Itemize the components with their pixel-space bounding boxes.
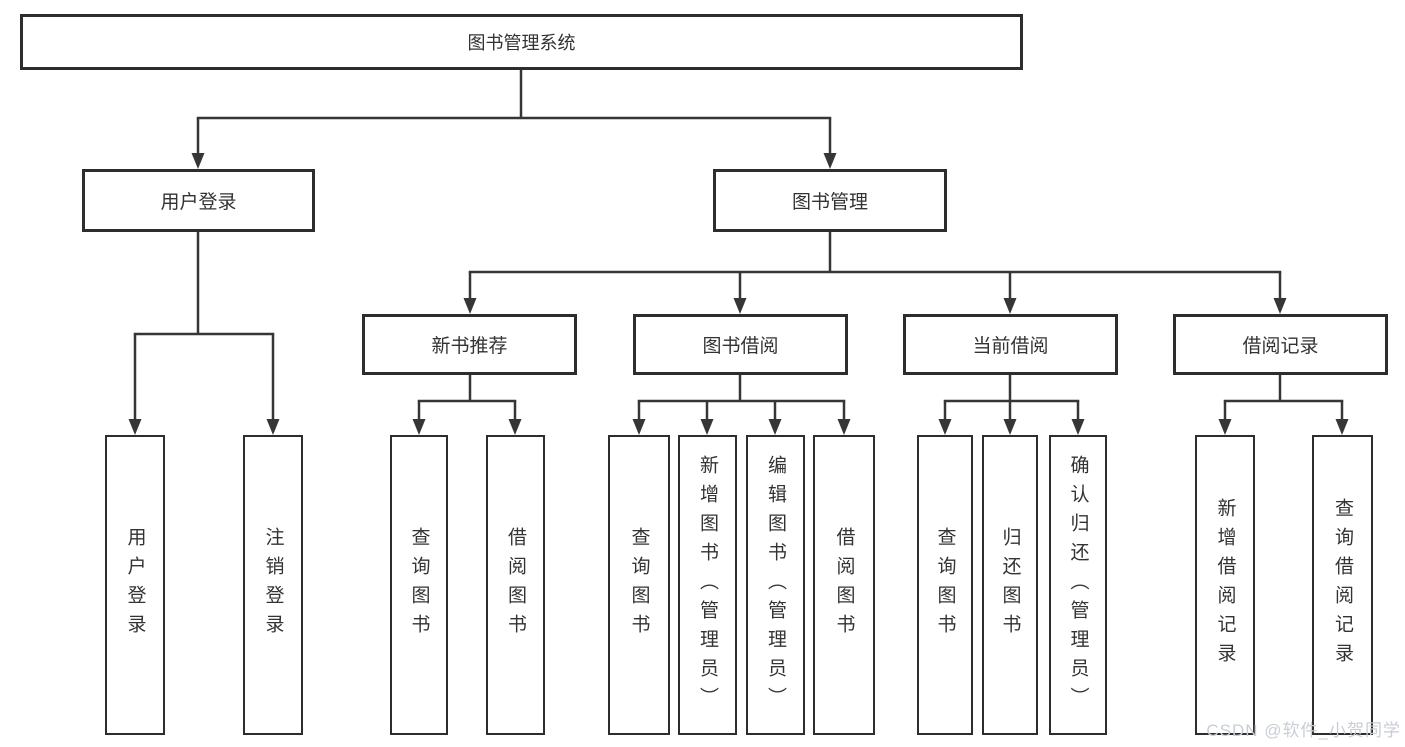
node-label: 借阅记录 — [1242, 336, 1319, 357]
node-library-management-system: 图书管理系统 — [20, 14, 1023, 70]
node-label: 查询图书 — [934, 527, 956, 643]
node-label: 借阅图书 — [505, 527, 526, 643]
node-label: 图书借阅 — [702, 336, 779, 357]
node-add-borrow-record: 新增借阅记录 — [1195, 435, 1255, 735]
connector-root-to-level2 — [191, 70, 837, 169]
node-query-borrow-record: 查询借阅记录 — [1312, 435, 1373, 735]
node-label: 确认归还（管理员） — [1067, 454, 1089, 716]
node-current-borrowing: 当前借阅 — [903, 314, 1118, 375]
node-label: 当前借阅 — [972, 336, 1049, 357]
node-label: 查询借阅记录 — [1332, 498, 1353, 672]
connector-book-borrow-children — [632, 375, 851, 435]
node-add-book-admin: 新增图书（管理员） — [678, 435, 737, 735]
node-label: 归还图书 — [999, 527, 1021, 643]
node-query-books: 查询图书 — [390, 435, 448, 735]
node-label: 借阅图书 — [833, 527, 855, 643]
node-query-books: 查询图书 — [608, 435, 670, 735]
node-book-borrowing: 图书借阅 — [633, 314, 848, 375]
node-label: 编辑图书（管理员） — [765, 454, 786, 716]
node-label: 图书管理 — [791, 192, 868, 213]
node-user-login: 用户登录 — [105, 435, 165, 735]
node-borrowing-records: 借阅记录 — [1173, 314, 1388, 375]
node-label: 查询图书 — [628, 527, 650, 643]
connector-new-book-children — [412, 375, 522, 435]
connector-book-management-children — [463, 232, 1287, 314]
connector-borrow-record-children — [1218, 375, 1349, 435]
node-query-books: 查询图书 — [917, 435, 973, 735]
csdn-watermark: CSDN @软件_小贺同学 — [1206, 721, 1401, 740]
node-label: 查询图书 — [408, 527, 430, 643]
node-borrow-books: 借阅图书 — [813, 435, 875, 735]
node-label: 注销登录 — [262, 527, 284, 643]
node-confirm-return-admin: 确认归还（管理员） — [1049, 435, 1107, 735]
node-label: 用户登录 — [124, 527, 146, 643]
node-user-login-group: 用户登录 — [82, 169, 315, 232]
node-label: 新书推荐 — [431, 336, 508, 357]
node-book-management: 图书管理 — [713, 169, 947, 232]
node-label: 新增借阅记录 — [1214, 498, 1236, 672]
node-label: 图书管理系统 — [467, 33, 576, 53]
node-borrow-books: 借阅图书 — [486, 435, 545, 735]
node-edit-book-admin: 编辑图书（管理员） — [746, 435, 805, 735]
node-label: 用户登录 — [160, 192, 237, 213]
node-label: 新增图书（管理员） — [697, 454, 718, 716]
connector-user-login-children — [128, 232, 280, 435]
node-return-books: 归还图书 — [982, 435, 1038, 735]
node-logout-login: 注销登录 — [243, 435, 303, 735]
connector-current-borrow-children — [938, 375, 1085, 435]
node-new-book-recommendation: 新书推荐 — [362, 314, 577, 375]
